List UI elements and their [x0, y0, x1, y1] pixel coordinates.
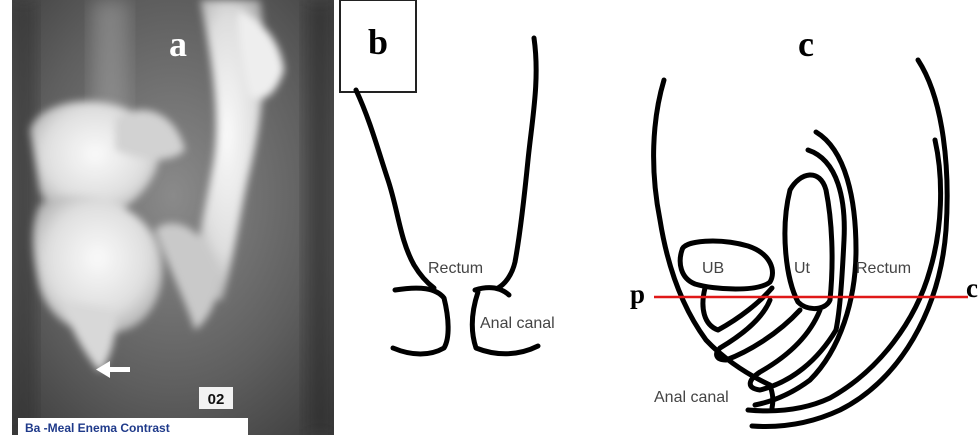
line-endpoint-c: c [966, 273, 978, 303]
line-endpoint-p: p [630, 279, 645, 309]
uterus [785, 175, 832, 309]
label-anal-canal-c: Anal canal [654, 389, 729, 406]
vaginal-wall-2 [750, 310, 836, 390]
panel-b: b Rectum Anal canal [340, 0, 555, 354]
anterior-body-wall [654, 80, 770, 385]
panel-letter-b: b [368, 22, 388, 62]
panel-letter-a: a [169, 24, 187, 64]
film-number: 02 [208, 391, 225, 408]
anal-canal-left [393, 288, 448, 354]
posterior-body-wall [752, 60, 947, 426]
label-anal-canal-b: Anal canal [480, 315, 555, 332]
label-rectum-b: Rectum [428, 260, 483, 277]
label-ut: Ut [794, 260, 811, 277]
caption-strip: Ba -Meal Enema Contrast [25, 421, 170, 435]
urinary-bladder [680, 241, 772, 289]
rectum-left-wall [356, 90, 434, 288]
urethra [703, 288, 772, 330]
panel-c: c p c UB Ut [630, 24, 978, 426]
rectum-right-wall [498, 38, 536, 288]
label-rectum-c: Rectum [856, 260, 911, 277]
panel-a: 02 Ba -Meal Enema Contrast a [12, 0, 334, 435]
anal-canal-c [770, 385, 773, 408]
panel-letter-c: c [798, 24, 814, 64]
label-ub: UB [702, 260, 724, 277]
